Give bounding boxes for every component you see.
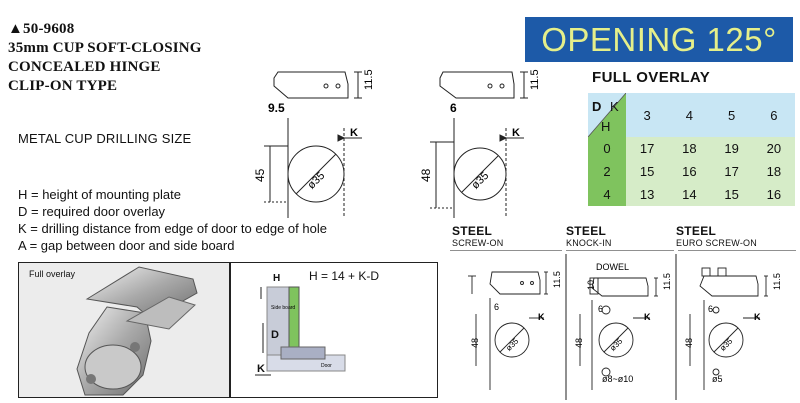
h-value-cell: 14: [682, 187, 697, 202]
s1-depth: 48: [470, 338, 480, 348]
s1-dia: ø35: [504, 336, 521, 353]
section-title: STEEL: [452, 224, 493, 238]
legend-h: H = height of mounting plate: [18, 187, 181, 202]
plate-width-right: 6: [450, 101, 457, 115]
screw-on-drawing: [468, 271, 548, 390]
d-value-cell: 4: [588, 183, 626, 206]
legend-a: A = gap between door and side board: [18, 238, 235, 253]
k-dim-right: K: [512, 127, 520, 139]
mounting-plate-drawing-right: [439, 71, 528, 99]
overlay-row: 4 13 14 15 16: [588, 183, 795, 206]
h-value-cell: 18: [766, 164, 782, 179]
s3-dia: ø35: [718, 336, 735, 353]
d-label: D: [592, 99, 602, 114]
s3-height: 11.5: [772, 273, 782, 290]
diagram-d: D: [271, 329, 279, 341]
full-overlay-title: FULL OVERLAY: [592, 69, 711, 86]
s3-width: 6: [708, 304, 713, 314]
section-title: STEEL: [566, 224, 607, 238]
s3-k: K: [754, 312, 761, 322]
door-label: Door: [321, 363, 332, 369]
photo-caption: Full overlay: [29, 269, 76, 279]
s2-height: 11.5: [662, 273, 672, 290]
k-header-cell: 6: [770, 107, 778, 123]
diagram-h: H: [273, 273, 281, 284]
h-value-cell: 17: [639, 141, 655, 156]
cup-diameter-right: ø35: [469, 170, 491, 192]
s1-height: 11.5: [552, 271, 562, 288]
section-subtitle: SCREW-ON: [452, 238, 504, 248]
d-value-cell: 0: [588, 137, 626, 160]
h-value-cell: 18: [682, 141, 697, 156]
title-line-3: CLIP-ON TYPE: [8, 78, 118, 94]
legend-k: K = drilling distance from edge of door …: [18, 221, 327, 236]
door-side-diagram: Side board Door: [255, 286, 346, 376]
mounting-plate-drawing-left: [273, 71, 362, 99]
k-header-cell: 5: [728, 107, 736, 123]
product-title-block: ▲50-9608 35mm CUP SOFT-CLOSING CONCEALED…: [8, 20, 278, 96]
d-value-cell: 2: [588, 160, 626, 183]
overlay-row: 2 15 16 17 18: [588, 160, 795, 183]
s2-width: 6: [598, 304, 603, 314]
k-label: K: [610, 99, 619, 114]
section-subtitle: EURO SCREW-ON: [676, 238, 757, 248]
section-euro-screw-on: STEEL EURO SCREW-ON: [676, 224, 796, 248]
side-board-label: Side board: [271, 305, 295, 311]
opening-text: OPENING 125°: [541, 20, 777, 58]
plate-height-left: 11.5: [363, 69, 375, 90]
s3-depth: 48: [684, 338, 694, 348]
overlay-table: D K H 3 4 5 6 0 17 18 19 20 2 15 16 17 1…: [588, 93, 795, 206]
s2-dia: ø35: [608, 336, 625, 353]
overlay-table-header: D K H 3 4 5 6: [588, 93, 795, 137]
h-value-cell: 15: [639, 164, 655, 179]
title-line-1: 35mm CUP SOFT-CLOSING: [8, 40, 202, 56]
opening-banner: OPENING 125°: [525, 17, 793, 62]
euro-screw-on-drawing: [689, 267, 768, 390]
section-subtitle: KNOCK-IN: [566, 238, 612, 248]
h-value-cell: 17: [724, 164, 739, 179]
title-line-2: CONCEALED HINGE: [8, 59, 161, 75]
bottom-drawings: 11.5 6 48 ø35 K DOWEL 10 11.5 6 48 ø35 K…: [450, 250, 796, 400]
s2-k: K: [644, 312, 651, 322]
h-value-cell: 16: [682, 164, 697, 179]
h-value-cell: 13: [639, 187, 655, 202]
s2-extra: ø8~ø10: [602, 374, 633, 384]
overlay-row: 0 17 18 19 20: [588, 137, 795, 160]
k-header-cell: 3: [643, 107, 651, 123]
section-screw-on: STEEL SCREW-ON: [452, 224, 572, 248]
s1-k: K: [538, 312, 545, 322]
metal-cup-drilling-label: METAL CUP DRILLING SIZE: [18, 131, 192, 146]
k-header-cell: 4: [685, 107, 693, 123]
s3-extra: ø5: [712, 374, 723, 384]
hinge-photo-icon: [76, 266, 198, 396]
s2-depth: 48: [574, 338, 584, 348]
cup-drawing-right: [430, 118, 524, 218]
cup-drawing-left: [264, 118, 362, 218]
formula: H = 14 + K-D: [309, 269, 380, 283]
hinge-photo-panel: Full overlay: [18, 262, 230, 398]
h-value-cell: 15: [724, 187, 739, 202]
h-value-cell: 19: [724, 141, 739, 156]
s1-width: 6: [494, 302, 499, 312]
formula-diagram-panel: Side board Door H D K H = 14 + K-D: [230, 262, 438, 398]
model-number: ▲50-9608: [8, 21, 75, 37]
h-label: H: [601, 119, 611, 134]
plate-height-right: 11.5: [529, 69, 541, 90]
legend-d: D = required door overlay: [18, 204, 166, 219]
cup-depth-left: 45: [253, 168, 267, 182]
knock-in-drawing: [579, 277, 658, 390]
table-corner: D K H: [588, 93, 626, 137]
section-title: STEEL: [676, 224, 717, 238]
top-drilling-drawings: 11.5 9.5 45 ø35 K 11.5 6 48 ø35 K: [253, 69, 541, 218]
plate-width-left: 9.5: [268, 101, 285, 115]
h-value-cell: 20: [766, 141, 782, 156]
diagram-k: K: [257, 363, 265, 375]
section-knock-in: STEEL KNOCK-IN: [566, 224, 676, 248]
legend: H = height of mounting plate D = require…: [18, 186, 408, 254]
k-dim-left: K: [350, 127, 358, 139]
s2-small-height: 10: [586, 280, 596, 290]
cup-depth-right: 48: [419, 168, 433, 182]
h-value-cell: 16: [766, 187, 782, 202]
s2-dowel: DOWEL: [596, 262, 629, 272]
